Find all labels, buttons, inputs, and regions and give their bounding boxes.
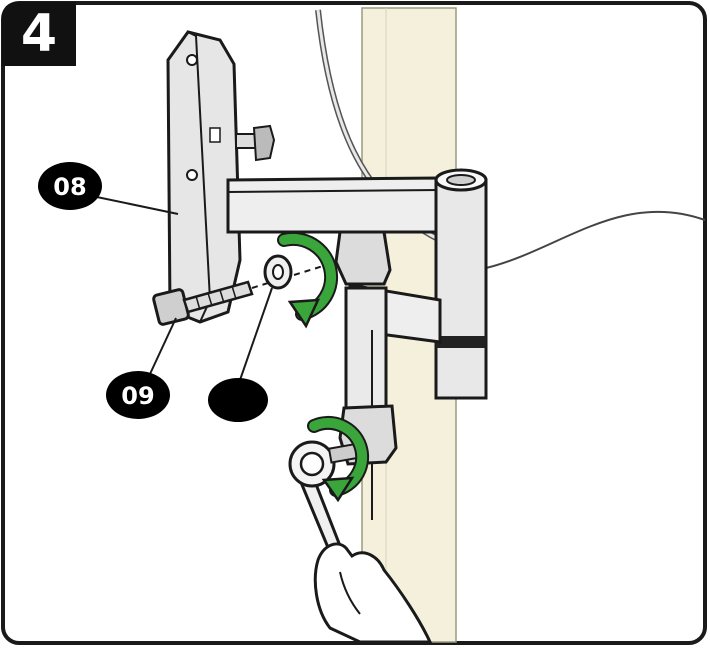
callout-08-label: 08: [53, 173, 86, 201]
hand-illustration: [313, 542, 433, 644]
washer-icon: [263, 254, 293, 290]
right-cable: [485, 210, 706, 269]
pivot-cap-inner: [446, 174, 476, 186]
upper-block: [334, 230, 392, 286]
screw-path-dash: [251, 261, 337, 289]
plate-hole-mid: [186, 169, 198, 181]
callout-09-label: 09: [121, 382, 154, 410]
column: [344, 286, 388, 420]
upper-arm-edge: [227, 189, 441, 193]
plate-hole-top: [186, 54, 198, 66]
leader-washer: [239, 287, 273, 381]
tension-knob-icon: [235, 124, 276, 162]
pivot-band: [436, 336, 486, 348]
rotate-wrench-arrow-icon: [307, 415, 370, 503]
step-number-badge: 4: [2, 2, 76, 66]
upper-arm: [226, 176, 442, 234]
pivot-cylinder: [434, 178, 488, 400]
callout-09: 09: [106, 371, 170, 419]
callout-washer: [208, 378, 268, 422]
wrench-icon: [288, 440, 363, 565]
rotate-clockwise-arrow-icon: [277, 231, 339, 329]
leader-09: [149, 317, 177, 375]
hand-finger-line: [339, 571, 361, 615]
lag-screw-icon: [152, 280, 254, 326]
wall-plate-edge: [187, 31, 212, 323]
step-number: 4: [20, 4, 58, 64]
leader-08: [91, 195, 179, 215]
callout-08: 08: [38, 162, 102, 210]
plate-slot: [209, 127, 221, 143]
